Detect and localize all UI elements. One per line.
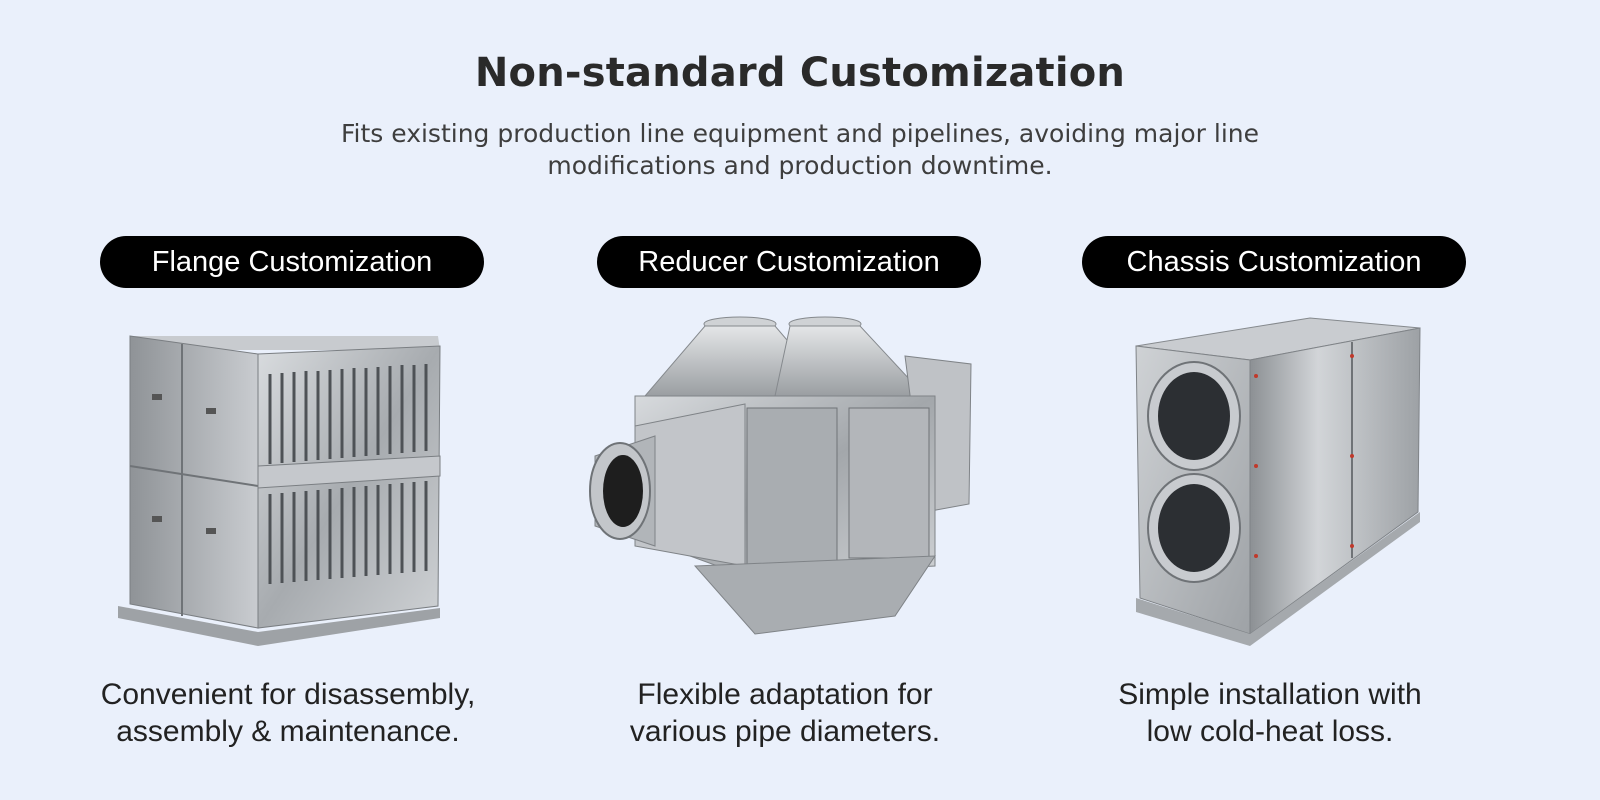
page-subtitle: Fits existing production line equipment … [340,119,1260,180]
flange-caption-line-1: Convenient for disassembly, [100,678,476,711]
product-card-reducer: Reducer Customization Flexible adaptatio… [575,236,995,756]
reducer-unit-image [589,316,972,635]
flange-caption-line-2: assembly & maintenance. [116,715,460,748]
chassis-caption-line-2: low cold-heat loss. [1146,715,1394,748]
flange-customization-label: Flange Customization [100,236,484,288]
chassis-unit-image [1135,317,1421,646]
flange-unit-image [118,335,441,646]
reducer-caption-line-1: Flexible adaptation for [637,678,933,711]
product-card-chassis: Chassis Customization Simple installatio… [1060,236,1480,756]
reducer-caption-line-2: various pipe diameters. [629,715,941,748]
flange-caption: Convenient for disassembly, assembly & m… [78,676,498,750]
product-card-flange: Flange Customization [78,236,498,756]
page-title: Non-standard Customization [474,50,1126,96]
reducer-customization-label: Reducer Customization [597,236,981,288]
chassis-caption-line-1: Simple installation with [1118,678,1422,711]
chassis-caption: Simple installation with low cold-heat l… [1060,676,1480,750]
reducer-caption: Flexible adaptation for various pipe dia… [575,676,995,750]
chassis-customization-label: Chassis Customization [1082,236,1466,288]
